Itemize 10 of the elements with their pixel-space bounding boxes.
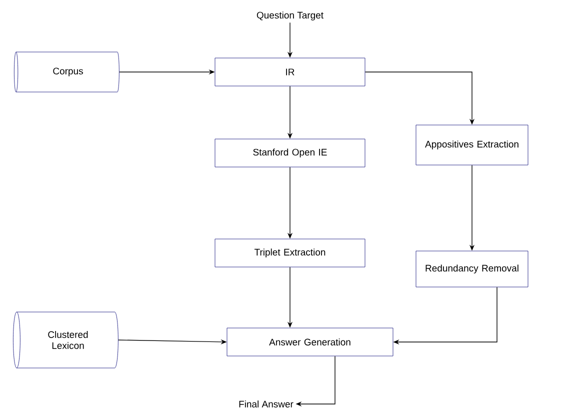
process-box: IR <box>214 58 366 86</box>
label-text: Final Answer <box>239 400 294 408</box>
process-box: Appositives Extraction <box>416 124 528 166</box>
process-box: Stanford Open IE <box>214 138 366 168</box>
process-box: Redundancy Removal <box>416 250 528 288</box>
database-cylinder: Clustered Lexicon <box>13 312 118 368</box>
database-cylinder: Corpus <box>14 52 120 92</box>
label-text: Question Target <box>256 12 324 20</box>
process-box: Triplet Extraction <box>214 238 366 268</box>
process-box: Answer Generation <box>226 328 394 356</box>
